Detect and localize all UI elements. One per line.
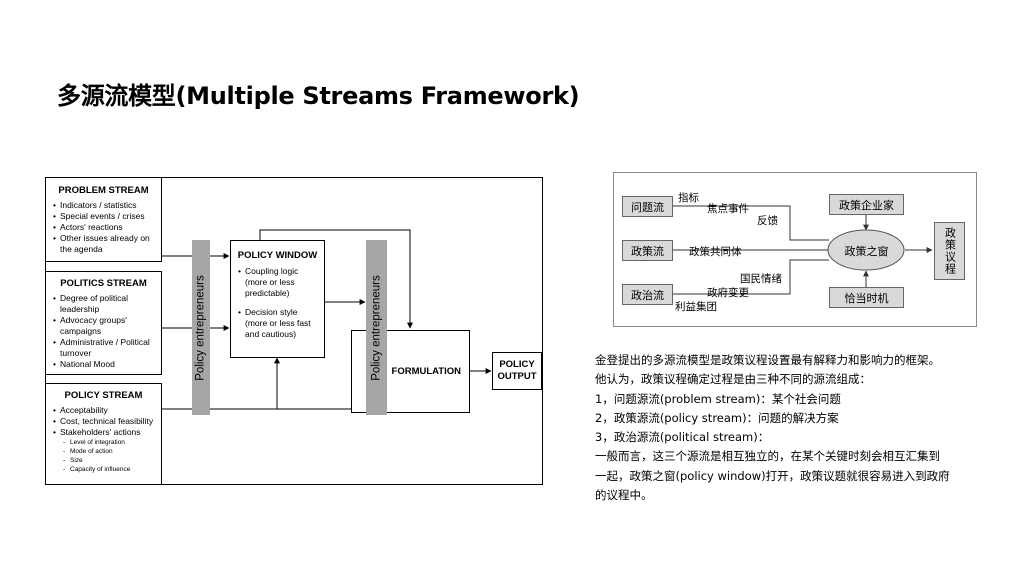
list-item: Indicators / statistics [50, 200, 157, 211]
cn-agenda-box: 政策议程 [934, 222, 965, 280]
list-item: Other issues already on the agenda [50, 233, 157, 255]
problem-stream-heading: PROBLEM STREAM [58, 185, 149, 196]
description-line: 3，政治源流(political stream)： [595, 430, 770, 445]
list-item: Administrative / Political turnover [50, 337, 157, 359]
cn-problem-stream-box: 问题流 [622, 196, 673, 217]
list-subitem: Size [50, 456, 157, 465]
policy-entrepreneurs-bar-2: Policy entrepreneurs [366, 240, 387, 415]
policy-window-box: POLICY WINDOW Coupling logic (more or le… [230, 240, 325, 358]
description-text: 金登提出的多源流模型是政策议程设置最有解释力和影响力的框架。 他认为，政策议程确… [595, 351, 1005, 505]
problem-stream-box: PROBLEM STREAM Indicators / statistics S… [45, 177, 162, 262]
cn-timing-box: 恰当时机 [829, 287, 904, 308]
list-subitem: Level of integration [50, 438, 157, 447]
list-item: Advocacy groups' campaigns [50, 315, 157, 337]
formulation-label: FORMULATION [391, 366, 461, 377]
description-line: 的议程中。 [595, 488, 653, 503]
cn-entrepreneurs-box: 政策企业家 [829, 194, 904, 215]
list-item: Acceptability [50, 405, 157, 416]
cn-label-feedback: 反馈 [757, 215, 778, 227]
description-line: 金登提出的多源流模型是政策议程设置最有解释力和影响力的框架。 [595, 353, 940, 367]
description-line: 1，问题源流(problem stream)：某个社会问题 [595, 391, 841, 406]
page-title: 多源流模型(Multiple Streams Framework) [57, 82, 580, 110]
policy-window-items: Coupling logic (more or less predictable… [235, 266, 320, 340]
policy-stream-items: Acceptability Cost, technical feasibilit… [50, 405, 157, 474]
list-item: Special events / crises [50, 211, 157, 222]
policy-output-label: POLICY OUTPUT [497, 359, 537, 382]
cn-label-focus-events: 焦点事件 [707, 203, 749, 215]
list-item: Actors' reactions [50, 222, 157, 233]
policy-stream-heading: POLICY STREAM [64, 390, 143, 401]
cn-label-indicators: 指标 [678, 192, 699, 204]
list-item: Stakeholders' actions [50, 427, 157, 438]
cn-politics-stream-box: 政治流 [622, 284, 673, 305]
list-item: Decision style (more or less fast and ca… [235, 307, 320, 340]
list-item: Degree of political leadership [50, 293, 157, 315]
cn-label-national-mood: 国民情绪 [740, 273, 782, 285]
cn-label-interest-groups: 利益集团 [675, 301, 717, 313]
list-subitem: Mode of action [50, 447, 157, 456]
politics-stream-heading: POLITICS STREAM [60, 278, 147, 289]
description-line: 他认为，政策议程确定过程是由三种不同的源流组成： [595, 372, 871, 387]
problem-stream-items: Indicators / statistics Special events /… [50, 200, 157, 255]
list-item: National Mood [50, 359, 157, 370]
policy-stream-box: POLICY STREAM Acceptability Cost, techni… [45, 383, 162, 485]
cn-policy-stream-box: 政策流 [622, 240, 673, 261]
politics-stream-line [673, 259, 829, 295]
description-line: 2，政策源流(policy stream)：问题的解决方案 [595, 410, 839, 425]
policy-output-box: POLICY OUTPUT [492, 352, 542, 390]
cn-label-govt-change: 政府变更 [707, 287, 749, 299]
list-item: Cost, technical feasibility [50, 416, 157, 427]
cn-window-label: 政策之窗 [844, 245, 889, 258]
top-feedback-arrow [259, 229, 413, 329]
window-ellipse-shape [827, 229, 905, 271]
list-subitem: Capacity of influence [50, 465, 157, 474]
policy-entrepreneurs-bar-1: Policy entrepreneurs [192, 240, 210, 415]
cn-label-policy-community: 政策共同体 [689, 246, 742, 258]
description-line: 一般而言，这三个源流是相互独立的，在某个关键时刻会相互汇集到 [595, 449, 940, 464]
description-line: 一起，政策之窗(policy window)打开，政策议题就很容易进入到政府 [595, 468, 950, 483]
politics-stream-items: Degree of political leadership Advocacy … [50, 293, 157, 370]
policy-window-heading: POLICY WINDOW [237, 250, 318, 261]
problem-stream-line [673, 205, 829, 241]
list-item: Coupling logic (more or less predictable… [235, 266, 320, 299]
politics-stream-box: POLITICS STREAM Degree of political lead… [45, 271, 162, 375]
